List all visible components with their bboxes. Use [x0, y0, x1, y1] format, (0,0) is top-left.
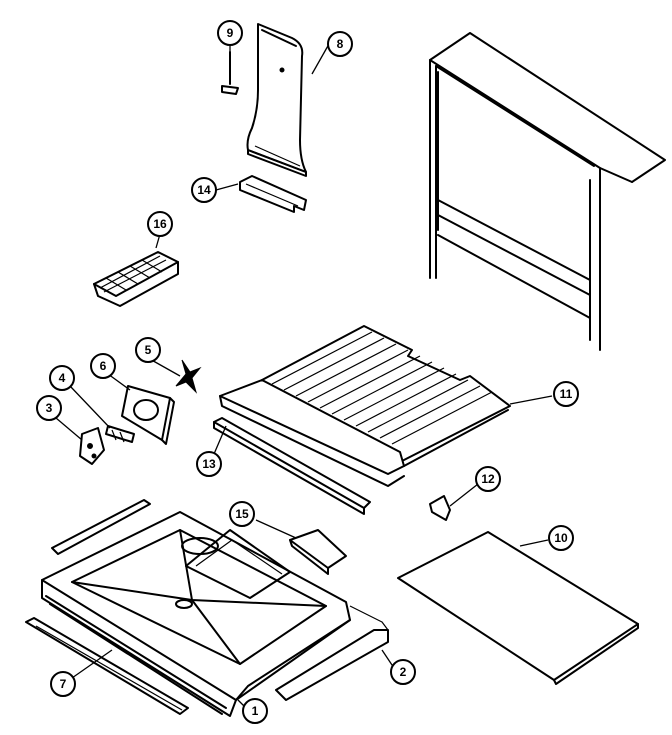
upper-left-rail [51, 499, 151, 555]
callout-6: 6 [90, 353, 116, 379]
callout-3-label: 3 [46, 401, 53, 415]
callout-6-label: 6 [100, 359, 107, 373]
callout-15: 15 [229, 501, 255, 527]
part-10-glass-panel [397, 531, 639, 685]
callout-11: 11 [553, 381, 579, 407]
callout-4-label: 4 [59, 371, 66, 385]
callout-3: 3 [36, 395, 62, 421]
callout-13-label: 13 [202, 457, 216, 471]
part-3-housing [79, 427, 105, 465]
part-6-fan-bracket [121, 385, 175, 445]
callout-10: 10 [548, 525, 574, 551]
callout-13: 13 [196, 451, 222, 477]
callout-12: 12 [475, 466, 501, 492]
part-15-wedge [289, 529, 347, 575]
callout-8: 8 [327, 31, 353, 57]
callout-2: 2 [390, 659, 416, 685]
callout-10-label: 10 [554, 531, 568, 545]
part-1-crisper-cover [41, 511, 351, 717]
callout-7-label: 7 [60, 677, 67, 691]
part-4-bracket [105, 425, 135, 443]
part-2-side-rail [275, 605, 389, 701]
part-16-ice-tray [93, 251, 179, 307]
callout-4: 4 [49, 365, 75, 391]
callout-14-label: 14 [197, 183, 211, 197]
callout-1: 1 [242, 698, 268, 724]
part-9-screw [221, 51, 239, 95]
part-8-panel [246, 23, 307, 177]
callout-14: 14 [191, 177, 217, 203]
callout-8-label: 8 [337, 37, 344, 51]
callout-5-label: 5 [145, 343, 152, 357]
callout-7: 7 [50, 671, 76, 697]
callout-1-label: 1 [252, 704, 259, 718]
callout-9: 9 [217, 20, 243, 46]
callout-9-label: 9 [227, 26, 234, 40]
callout-5: 5 [135, 337, 161, 363]
part-12-clip [429, 495, 451, 521]
part-13-rail [213, 417, 371, 515]
callout-16: 16 [147, 211, 173, 237]
callout-16-label: 16 [153, 217, 167, 231]
part-7-side-rail [25, 617, 189, 715]
callout-11-label: 11 [560, 387, 573, 401]
callout-15-label: 15 [235, 507, 249, 521]
part-14-bracket [239, 175, 307, 213]
part-11-shelf [219, 325, 511, 487]
callout-12-label: 12 [481, 472, 495, 486]
cabinet-outline [429, 32, 666, 351]
callout-2-label: 2 [400, 665, 407, 679]
leader-lines [55, 43, 553, 707]
part-5-fan-blade [175, 359, 202, 394]
